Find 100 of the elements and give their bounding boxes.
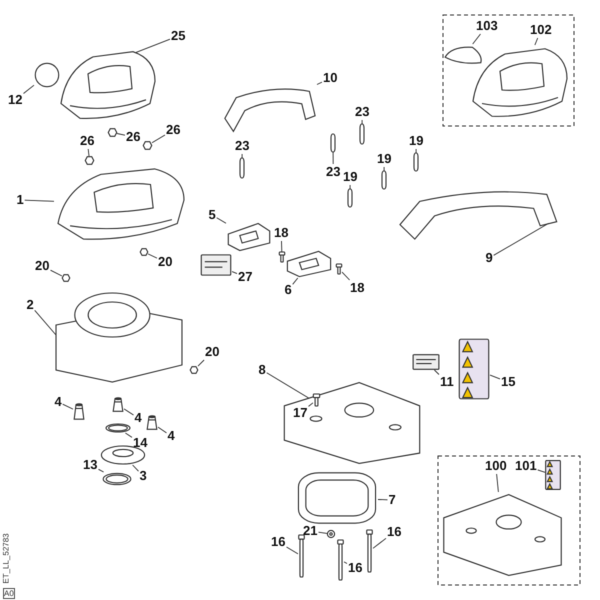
drawing-number: ET_LL_52783 — [2, 532, 11, 584]
leader-line — [416, 148, 417, 154]
leader-line — [490, 374, 500, 380]
deck-plate-drawing — [440, 492, 565, 578]
leader-line — [372, 538, 386, 549]
leader-line — [232, 271, 238, 274]
plug-drawing — [112, 398, 124, 412]
callout-number: 19 — [343, 170, 358, 184]
leader-line — [98, 468, 104, 472]
callout-number: 26 — [126, 130, 140, 144]
callout-number: 11 — [440, 375, 454, 389]
bracket-drawing — [285, 250, 333, 278]
callout-number: 2 — [26, 298, 34, 312]
nut-drawing — [140, 248, 148, 256]
leader-line — [158, 426, 167, 434]
leader-line — [378, 499, 388, 500]
callout-number: 20 — [205, 345, 220, 359]
leader-line — [496, 474, 499, 492]
callout-number: 101 — [515, 459, 537, 473]
leader-line — [308, 402, 314, 407]
leader-line — [534, 38, 538, 46]
leader-line — [292, 278, 298, 285]
leader-line — [472, 34, 481, 44]
screw-drawing — [336, 264, 342, 274]
callout-number: 20 — [158, 255, 172, 269]
leader-line — [350, 184, 351, 190]
pin-drawing — [346, 189, 354, 207]
plug-drawing — [73, 404, 85, 420]
callout-number: 20 — [35, 259, 50, 273]
ring-drawing — [105, 423, 131, 433]
leader-line — [316, 82, 322, 85]
plug-drawing — [146, 416, 158, 430]
callout-number: 23 — [235, 139, 250, 153]
callout-number: 13 — [83, 458, 98, 472]
bolt-drawing — [298, 535, 305, 577]
leader-line — [344, 561, 348, 564]
leader-line — [342, 272, 350, 280]
bracket-drawing — [226, 222, 272, 252]
sticker-drawing — [412, 354, 440, 370]
nut-drawing — [62, 274, 70, 282]
leader-line — [537, 469, 546, 473]
leader-line — [318, 532, 328, 534]
nut-drawing — [190, 366, 198, 374]
callout-number: 4 — [168, 429, 175, 443]
cover-drawing — [470, 45, 570, 120]
leader-line — [198, 360, 205, 367]
callout-number: 19 — [377, 152, 392, 166]
cover-drawing — [58, 48, 158, 122]
leader-line — [384, 166, 385, 172]
leader-line — [286, 546, 298, 554]
callout-number: 6 — [284, 283, 292, 297]
callout-number: 23 — [326, 165, 340, 179]
disc-drawing — [34, 62, 60, 88]
leader-line — [136, 38, 170, 53]
leader-line — [216, 217, 226, 224]
leader-line — [362, 120, 363, 124]
leader-line — [266, 372, 310, 399]
callout-number: 26 — [80, 134, 94, 148]
leader-line — [132, 464, 139, 472]
leader-line — [23, 84, 34, 94]
nut-drawing — [85, 156, 94, 165]
bolt-drawing — [337, 540, 344, 580]
leader-line — [50, 270, 62, 276]
warning-label-drawing — [545, 460, 561, 490]
callout-number: 25 — [171, 29, 186, 43]
leader-line — [124, 432, 132, 438]
callout-number: 23 — [355, 105, 370, 119]
sticker-drawing — [200, 254, 232, 276]
leader-line — [152, 134, 166, 144]
callout-number: 102 — [530, 23, 552, 37]
leader-line — [116, 133, 126, 136]
washer-drawing — [327, 530, 335, 538]
callout-number: 3 — [140, 469, 147, 483]
callout-number: 19 — [409, 134, 424, 148]
callout-number: 15 — [501, 375, 516, 389]
warning-label-drawing — [458, 338, 490, 400]
pin-drawing — [412, 153, 420, 171]
callout-number: 21 — [303, 524, 318, 538]
callout-number: 100 — [485, 459, 507, 473]
callout-number: 1 — [16, 193, 24, 207]
callout-number: 8 — [258, 363, 266, 377]
screw-drawing — [279, 252, 285, 262]
base-plate-drawing — [100, 445, 146, 465]
callout-number: 12 — [8, 93, 22, 107]
nut-drawing — [108, 128, 117, 137]
ring-drawing — [102, 472, 132, 486]
leader-line — [493, 222, 549, 256]
pin-drawing — [238, 158, 246, 178]
callout-number: 18 — [350, 281, 364, 295]
callout-number: 16 — [348, 561, 362, 575]
leader-line — [242, 154, 243, 158]
leader-line — [332, 152, 334, 164]
callout-number: 14 — [133, 436, 148, 450]
pin-drawing — [380, 171, 388, 189]
leader-line — [124, 408, 134, 416]
leader-line — [62, 404, 74, 410]
callout-number: 5 — [208, 208, 216, 222]
leader-line — [24, 200, 54, 202]
bolt-drawing — [366, 530, 373, 572]
leader-line — [34, 310, 56, 336]
